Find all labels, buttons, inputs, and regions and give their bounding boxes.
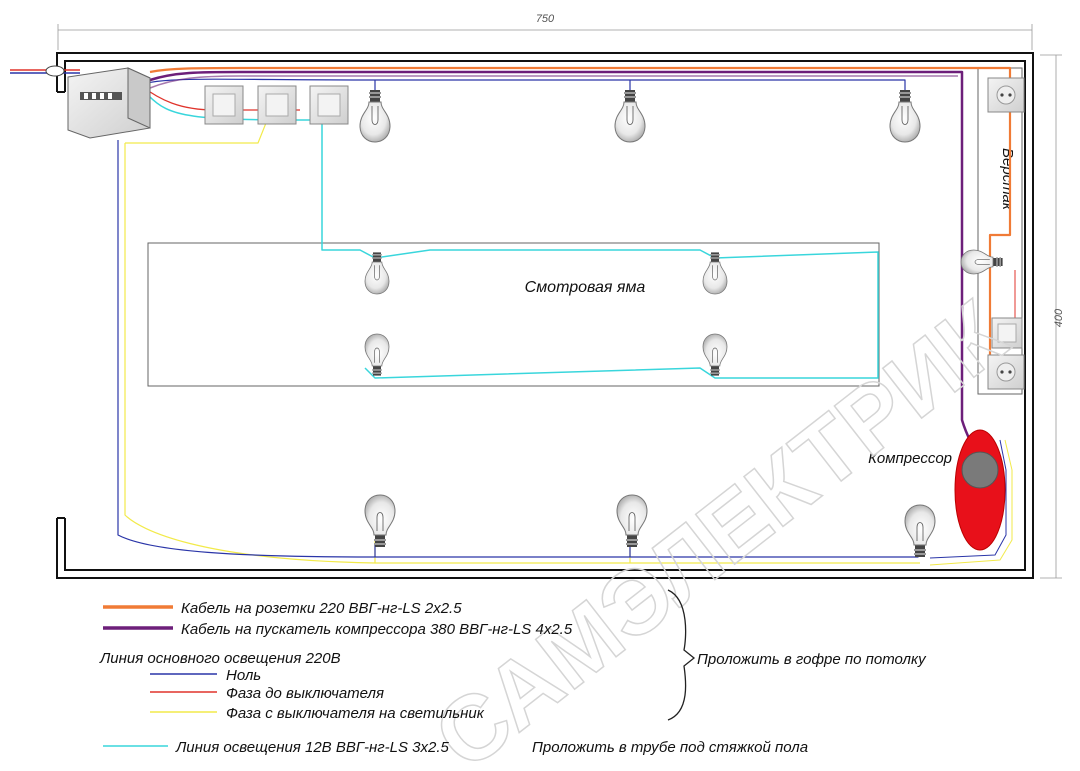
compressor bbox=[954, 429, 1006, 551]
cable-routes bbox=[10, 65, 1016, 566]
switch-3 bbox=[309, 85, 349, 125]
switch-2 bbox=[257, 85, 297, 125]
workbench-label: Верстак bbox=[999, 148, 1016, 211]
legend-text-sockets: Кабель на розетки 220 ВВГ-нг-LS 2х2.5 bbox=[181, 600, 462, 617]
legend-text-phase-to-switch: Фаза до выключателя bbox=[226, 685, 384, 702]
garage-walls bbox=[56, 52, 1034, 579]
legend: Кабель на розетки 220 ВВГ-нг-LS 2х2.5 Ка… bbox=[99, 589, 927, 756]
pit-label: Смотровая яма bbox=[525, 279, 646, 296]
compressor-label: Компрессор bbox=[868, 450, 952, 467]
legend-text-main-lighting: Линия основного освещения 220В bbox=[99, 650, 341, 667]
lamp-bottom-1 bbox=[365, 495, 395, 547]
distribution-panel bbox=[67, 67, 151, 139]
workbench-lamp bbox=[960, 249, 1003, 275]
lamp-bottom-3 bbox=[905, 505, 935, 557]
dimension-width: 750 bbox=[57, 13, 1033, 50]
lamp-top-2 bbox=[614, 89, 646, 143]
height-label: 400 bbox=[1053, 308, 1065, 327]
pit-lamp-1 bbox=[364, 251, 390, 295]
pit-lamp-4 bbox=[703, 334, 727, 376]
legend-note-floor: Проложить в трубе под стяжкой пола bbox=[532, 739, 808, 756]
lamp-top-1 bbox=[359, 89, 391, 143]
legend-brace bbox=[667, 589, 696, 721]
switch-1 bbox=[204, 85, 244, 125]
inspection-pit bbox=[147, 242, 880, 387]
lamp-top-3 bbox=[889, 89, 921, 143]
legend-text-12v: Линия освещения 12В ВВГ-нг-LS 3х2.5 bbox=[175, 739, 450, 756]
legend-text-compressor: Кабель на пускатель компрессора 380 ВВГ-… bbox=[181, 621, 573, 638]
socket-top bbox=[987, 77, 1025, 113]
legend-text-phase-from-switch: Фаза с выключателя на светильник bbox=[226, 705, 485, 722]
width-label: 750 bbox=[536, 13, 555, 25]
pit-lamp-3 bbox=[365, 334, 389, 376]
socket-bottom bbox=[987, 354, 1025, 390]
dimension-height: 400 bbox=[1040, 54, 1065, 579]
legend-text-neutral: Ноль bbox=[226, 667, 261, 684]
legend-note-ceiling: Проложить в гофре по потолку bbox=[697, 651, 927, 668]
switch-workbench bbox=[991, 317, 1023, 349]
pit-lamp-2 bbox=[702, 251, 728, 295]
